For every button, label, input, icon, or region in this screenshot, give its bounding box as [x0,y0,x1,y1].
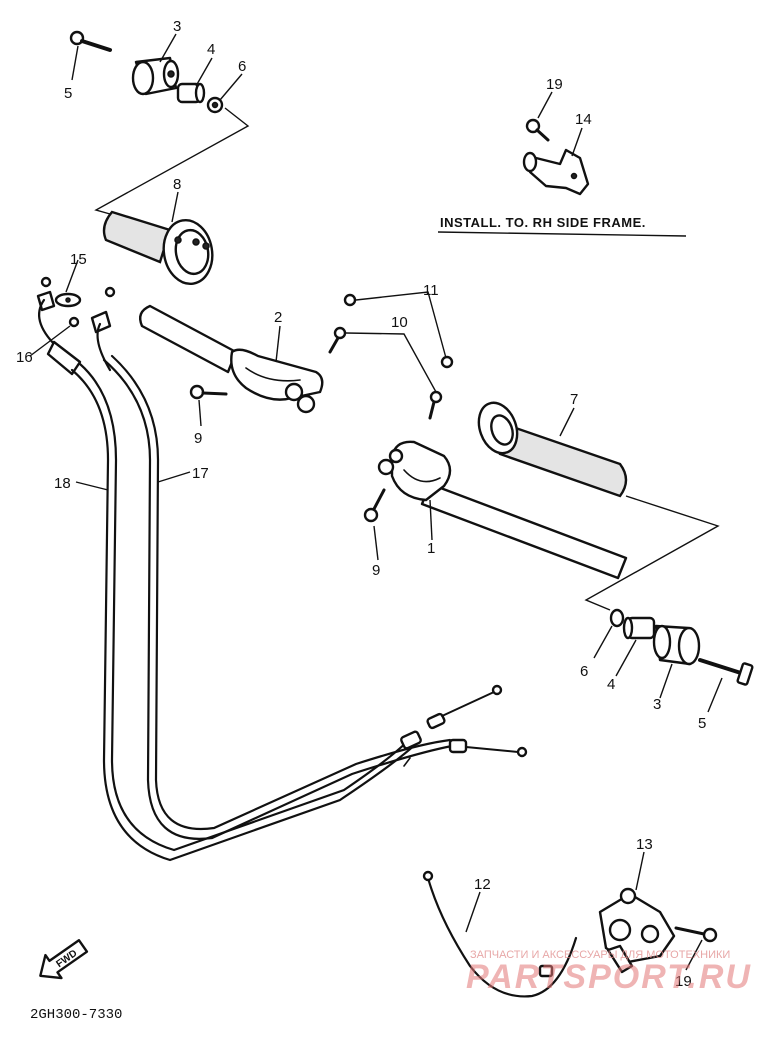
right-handlebar [377,440,628,580]
cable-fittings-right [400,684,528,767]
screw-11-left [343,293,357,307]
callout-1: 1 [427,540,435,557]
callout-9-left: 9 [194,430,202,447]
right-end-bolt [698,658,754,686]
left-balancer-weight [131,56,180,96]
right-collar [609,608,625,628]
callout-3-right: 3 [653,696,661,713]
cable-screw-16 [68,316,80,328]
right-balancer-weight [652,624,701,666]
cable-end-17 [90,286,116,372]
left-clamp-screw [189,384,228,400]
install-note: INSTALL. TO. RH SIDE FRAME. [440,215,646,230]
fwd-arrow-icon: FWD [39,939,89,980]
choke-lever [598,887,676,974]
screw-11-right [440,355,454,369]
right-clamp-screw [363,488,386,523]
watermark-caption: ЗАПЧАСТИ И АКСЕССУАРЫ ДЛЯ МОТОТЕХНИКИ [470,949,730,961]
callout-5-top: 5 [64,85,72,102]
right-grip [477,401,628,498]
callout-5-right: 5 [698,715,706,732]
callout-15: 15 [70,251,87,268]
callout-4-right: 4 [607,676,615,693]
callout-14: 14 [575,111,592,128]
choke-cable [422,870,578,998]
callout-18: 18 [54,475,71,492]
left-collar [206,96,224,114]
cable-18 [70,362,422,862]
cable-17 [102,354,454,840]
callout-10: 10 [391,314,408,331]
cable-end-16 [36,276,82,376]
callout-2: 2 [274,309,282,326]
left-grip [102,210,214,285]
callout-8: 8 [173,176,181,193]
left-end-bolt [69,30,112,52]
callout-6-top: 6 [238,58,246,75]
callout-19-bottom: 19 [675,973,692,990]
callout-17: 17 [192,465,209,482]
bracket-bolt [525,118,550,142]
callout-19-top: 19 [546,76,563,93]
callout-4-top: 4 [207,41,215,58]
right-damper [622,616,656,640]
choke-screw [674,926,718,943]
callout-3-top: 3 [173,18,181,35]
screw-10-right [428,390,443,420]
left-handlebar [139,304,324,414]
callout-16: 16 [16,349,33,366]
screw-10-left [328,326,347,354]
drawing-code: 2GH300-7330 [30,1007,122,1023]
left-damper [176,82,206,104]
callout-6-right: 6 [580,663,588,680]
frame-bracket [522,148,590,196]
watermark-brand: PARTSPORT.RU [466,958,752,996]
callout-11: 11 [423,282,439,299]
callout-9-right: 9 [372,562,380,579]
cable-washer-15 [54,292,82,308]
callout-7: 7 [570,391,578,408]
callout-12: 12 [474,876,491,893]
callout-13: 13 [636,836,653,853]
